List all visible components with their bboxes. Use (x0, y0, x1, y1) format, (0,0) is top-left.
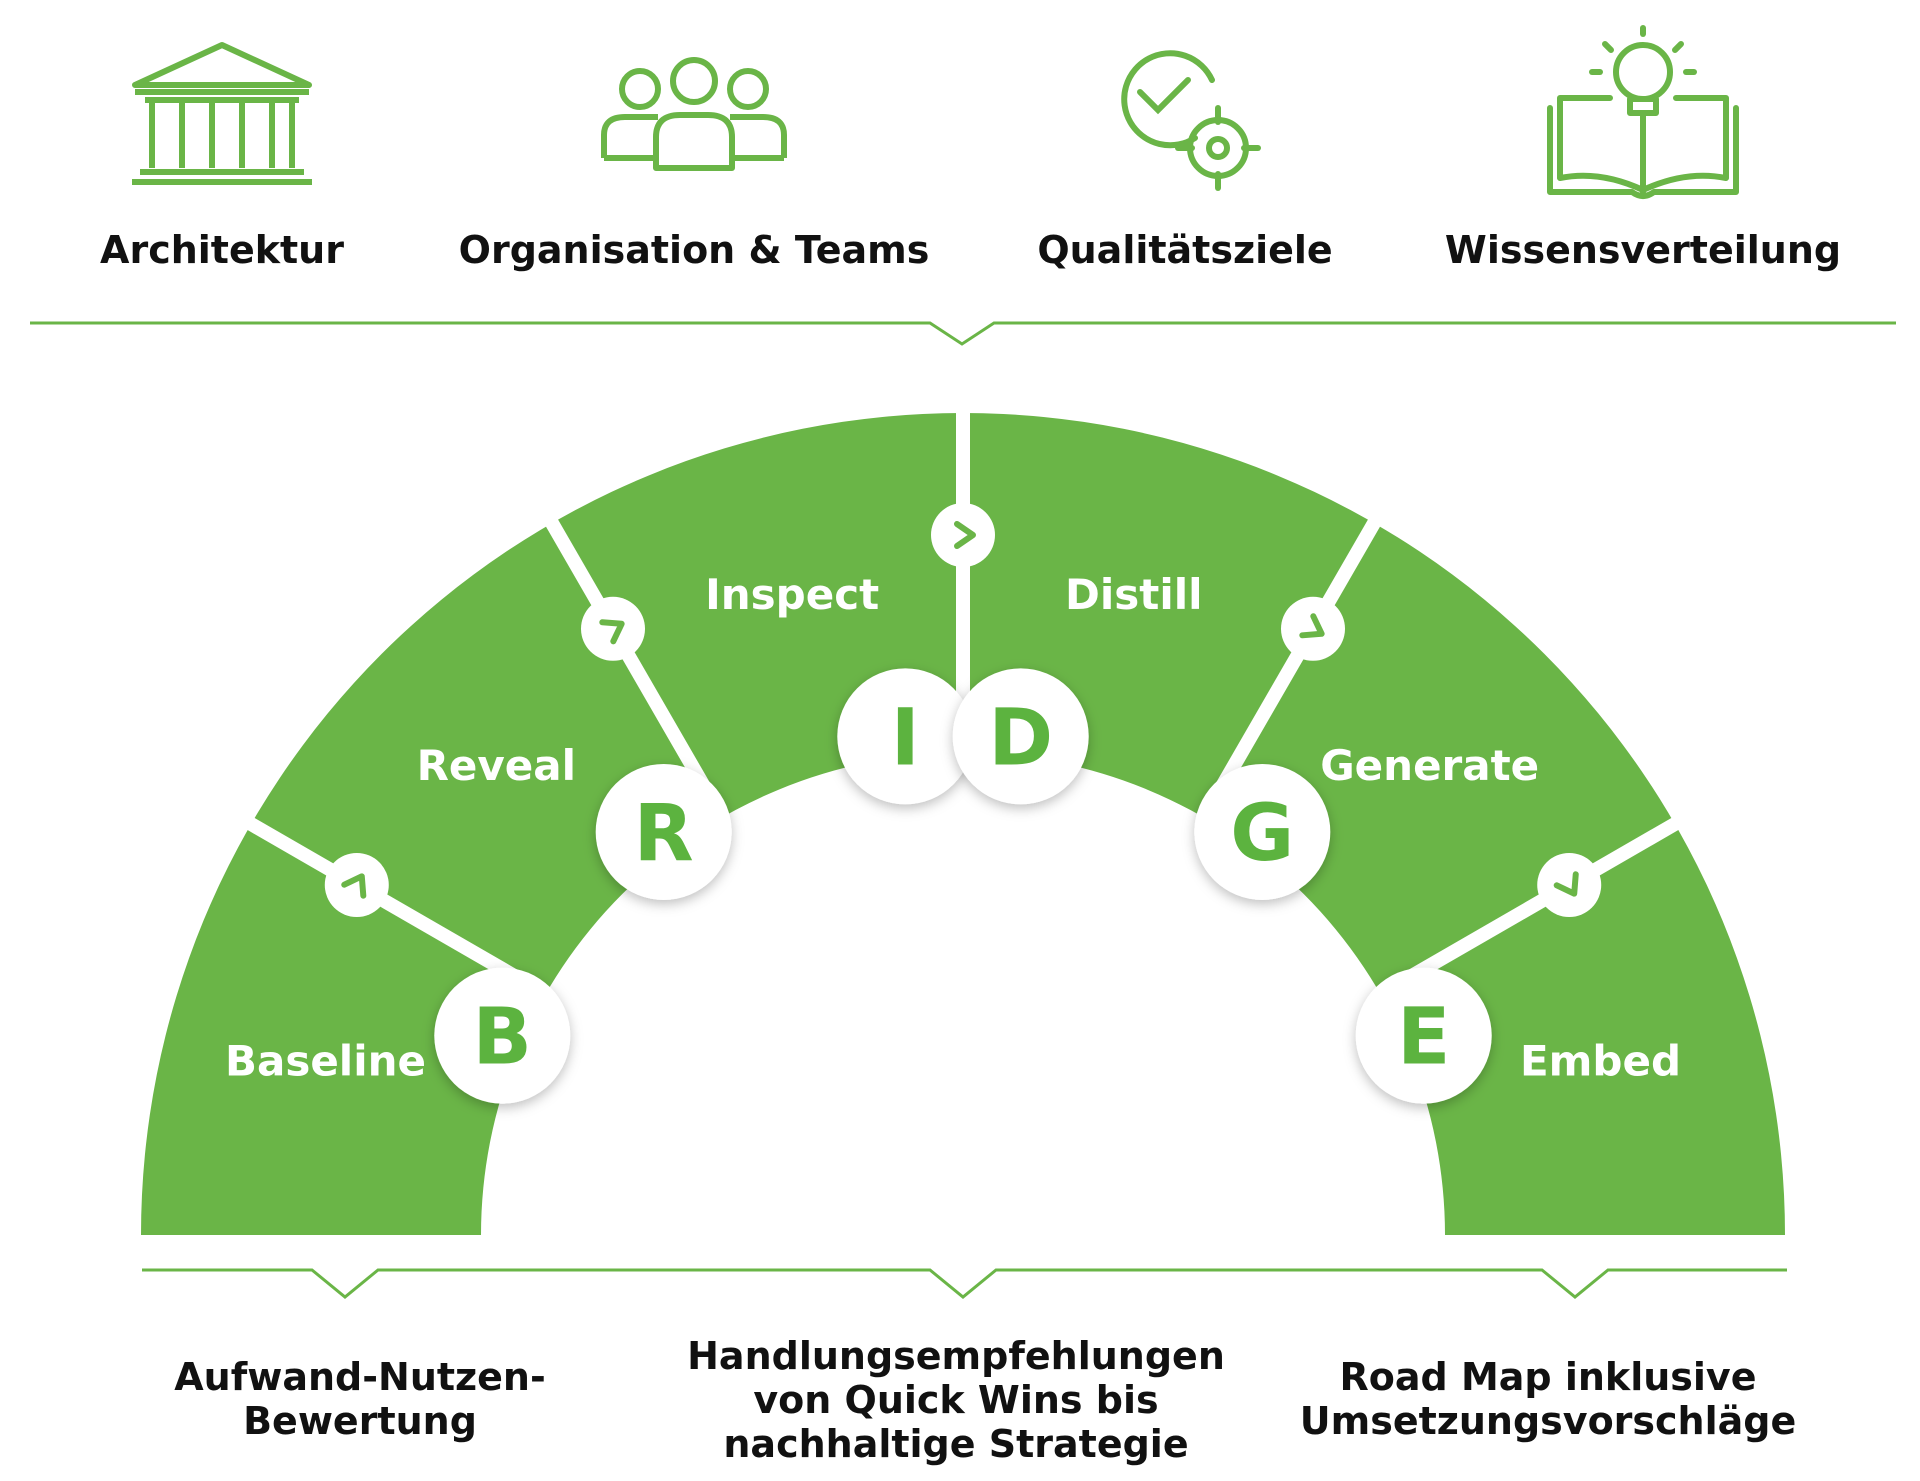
chevron-right-icon (341, 873, 367, 899)
top-divider (30, 321, 1896, 346)
letter-d: D (988, 693, 1053, 783)
letter-badge-e (1355, 967, 1492, 1104)
category-label-architektur: Architektur (100, 228, 344, 272)
segment-label-inspect: Inspect (705, 570, 879, 619)
outcome-label-roadmap: Road Map inklusive Umsetzungsvorschläge (1299, 1355, 1797, 1443)
segment-labels: Baseline Reveal Inspect DistillGenerateEmbe… (225, 570, 1681, 1086)
segment-separator (244, 815, 553, 1003)
segment-separator (543, 516, 731, 825)
flow-chevron-circle (931, 503, 995, 567)
chevron-right-icon (954, 521, 976, 549)
letter-i: I (891, 693, 920, 783)
flow-chevron-circle (1281, 596, 1345, 661)
building-columns-icon (132, 42, 312, 185)
letter-badge-d (952, 668, 1089, 805)
letter-b: B (473, 993, 532, 1083)
flow-chevron-circle (324, 853, 389, 917)
outcome-label-handlungsempfehlungen: Handlungsempfehlungen von Quick Wins bis… (687, 1334, 1225, 1466)
outcome-label-bewertung: Aufwand-Nutzen- Bewertung (174, 1355, 546, 1443)
segment-label-reveal: Reveal (417, 741, 576, 790)
category-label-qualitaetsziele: Qualitätsziele (1037, 228, 1333, 272)
bottom-divider (142, 1268, 1787, 1299)
category-label-wissensverteilung: Wissensverteilung (1444, 228, 1842, 272)
letter-badge-i (837, 668, 974, 805)
team-people-icon (601, 57, 787, 171)
letter-e: E (1397, 993, 1450, 1083)
flow-chevron-circle (1537, 853, 1602, 917)
letter-r: R (634, 789, 694, 879)
bridge-ring (141, 413, 1785, 1235)
letter-g: G (1230, 789, 1294, 879)
segment-separator (1373, 815, 1682, 1003)
chevron-right-icon (1553, 871, 1579, 897)
segment-separator (1195, 516, 1383, 825)
category-label-organisation: Organisation & Teams (458, 228, 930, 272)
book-lightbulb-icon (1547, 25, 1739, 199)
segment-label-baseline: Baseline (225, 1037, 426, 1086)
segment-label-distill: Distill (1065, 570, 1203, 619)
segment-label-embed: Embed (1520, 1037, 1681, 1086)
segment-label-generate: Generate (1320, 741, 1539, 790)
chevron-right-icon (599, 619, 625, 645)
bridge-arc (141, 409, 1785, 1235)
letter-badge-r (595, 763, 732, 900)
chevron-right-icon (1299, 613, 1325, 639)
check-target-icon (1121, 50, 1261, 191)
flow-chevron-circle (581, 596, 645, 661)
letter-badge-g (1194, 763, 1331, 900)
letter-badge-b (434, 967, 571, 1104)
